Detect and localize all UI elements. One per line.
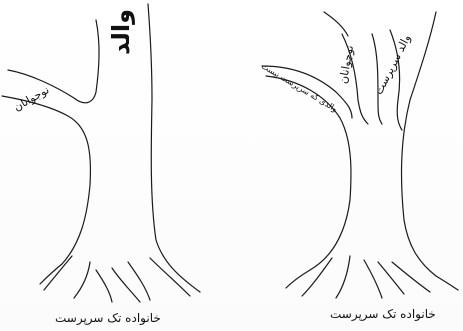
left-tree-drawing (2, 4, 200, 302)
left-trunk-label-parent: والد (107, 9, 135, 55)
left-tree-trunk-right-edge (148, 4, 200, 292)
left-tree-trunk-left-edge (8, 20, 99, 103)
right-tree-drawing (262, 12, 458, 298)
right-tree-caption: خانواده تک سرپرست (330, 307, 436, 321)
right-tree-roots (286, 256, 458, 298)
right-tree-trunk-left-edge (310, 200, 350, 270)
right-tree-trunk-right-edge (402, 12, 436, 276)
left-tree-branch-lower-edge (2, 96, 90, 264)
left-tree-caption: خانواده تک سرپرست (55, 311, 161, 325)
